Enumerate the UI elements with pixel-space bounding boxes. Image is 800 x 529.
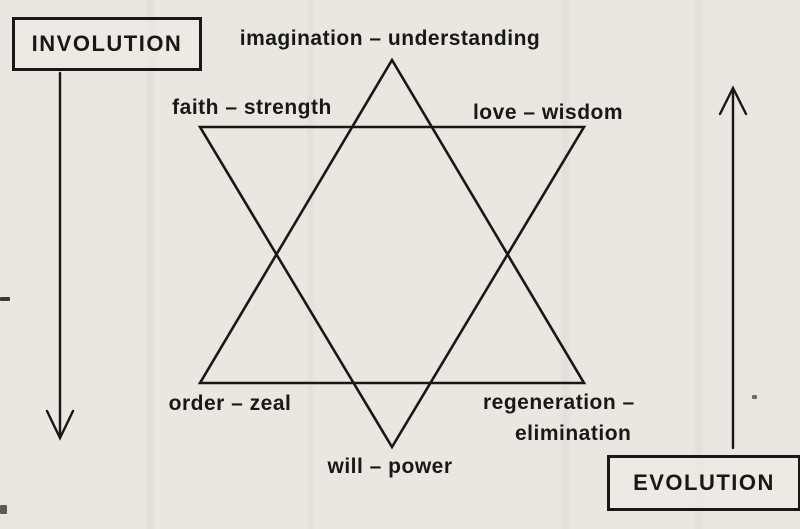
star-label-lower-left: order – zeal (168, 392, 292, 415)
star-label-bottom: will – power (327, 455, 453, 478)
upward-triangle (197, 57, 587, 385)
involution-label: INVOLUTION (31, 31, 183, 56)
scan-speck (0, 505, 7, 514)
involution-box: INVOLUTION (12, 17, 202, 71)
star-label-upper-left: faith – strength (172, 96, 332, 119)
evolution-arrow-up (718, 85, 748, 450)
scan-speck (752, 395, 757, 399)
hexagram-star (197, 57, 587, 450)
star-label-upper-right: love – wisdom (472, 101, 624, 124)
involution-arrowhead (45, 409, 75, 441)
star-label-lower-right-line1: regeneration – (483, 391, 635, 414)
scan-speck (0, 297, 10, 301)
star-label-lower-right-line2: elimination (515, 422, 632, 445)
involution-arrow-down (45, 71, 75, 441)
downward-triangle (197, 125, 587, 450)
evolution-arrowhead (718, 85, 748, 116)
evolution-box: EVOLUTION (607, 455, 800, 511)
evolution-label: EVOLUTION (633, 470, 775, 495)
star-label-top: imagination – understanding (239, 27, 541, 50)
